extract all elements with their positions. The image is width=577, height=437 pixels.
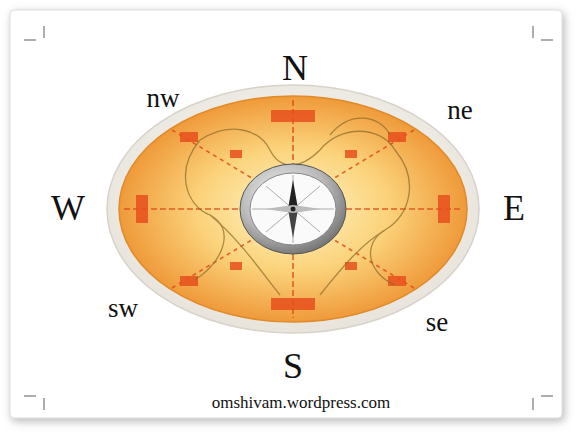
vastu-figure: [186, 118, 410, 295]
watermark: omshivam.wordpress.com: [212, 394, 390, 411]
compass: [240, 164, 346, 254]
corner-marks: [24, 26, 553, 410]
direction-label: N: [282, 50, 308, 86]
direction-label: se: [426, 309, 449, 336]
zone-marks: [136, 110, 450, 310]
direction-axes: [124, 100, 462, 318]
direction-label: E: [503, 190, 525, 226]
frame: [10, 10, 562, 418]
direction-label: sw: [108, 295, 138, 322]
direction-label: ne: [447, 97, 472, 124]
direction-label: nw: [147, 85, 180, 112]
direction-label: W: [51, 190, 85, 226]
direction-label: S: [283, 348, 303, 384]
mandala-ellipse: [119, 96, 467, 322]
outer-rim: [107, 85, 479, 333]
